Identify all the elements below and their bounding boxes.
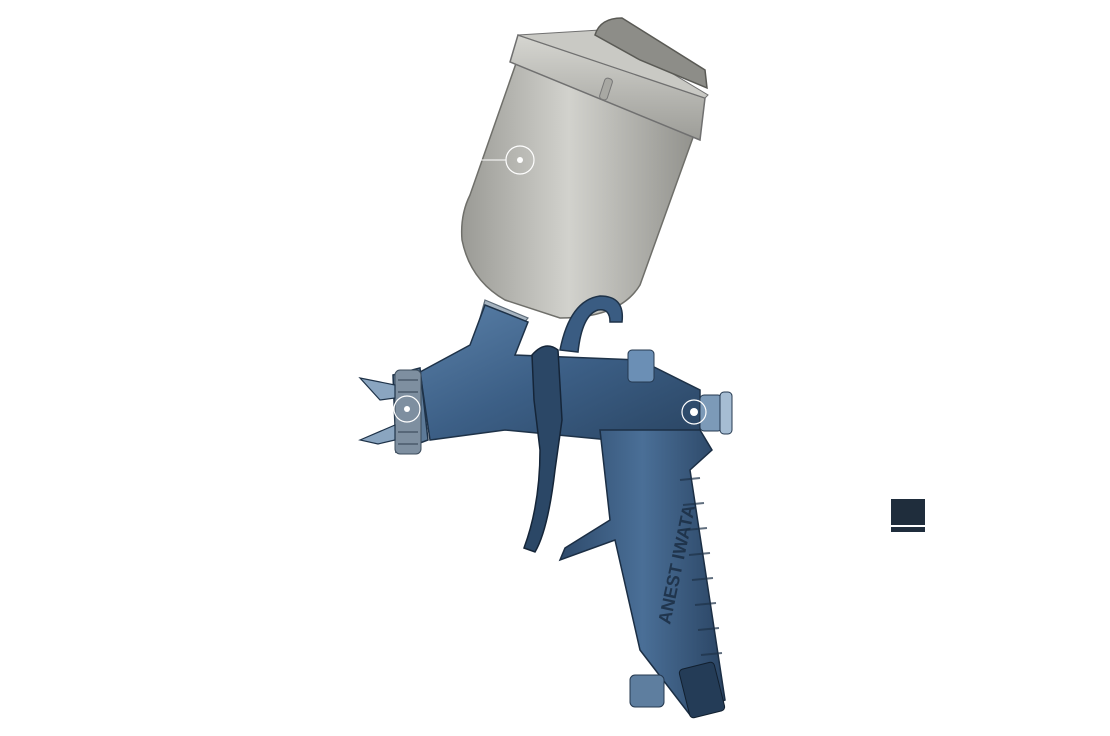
color-swatch-button[interactable] xyxy=(891,499,925,532)
circle-dot-icon xyxy=(393,395,421,423)
circle-dot-icon xyxy=(505,145,535,175)
paint-cup xyxy=(460,17,709,341)
cup-hotspot[interactable] xyxy=(480,145,535,175)
square-swatch-icon xyxy=(891,525,925,527)
circle-dot-icon xyxy=(681,399,707,425)
adjustment-knob-hotspot[interactable] xyxy=(681,399,707,425)
gun-body: ANEST IWATA xyxy=(358,295,733,719)
air-cap-hotspot[interactable] xyxy=(393,395,421,423)
